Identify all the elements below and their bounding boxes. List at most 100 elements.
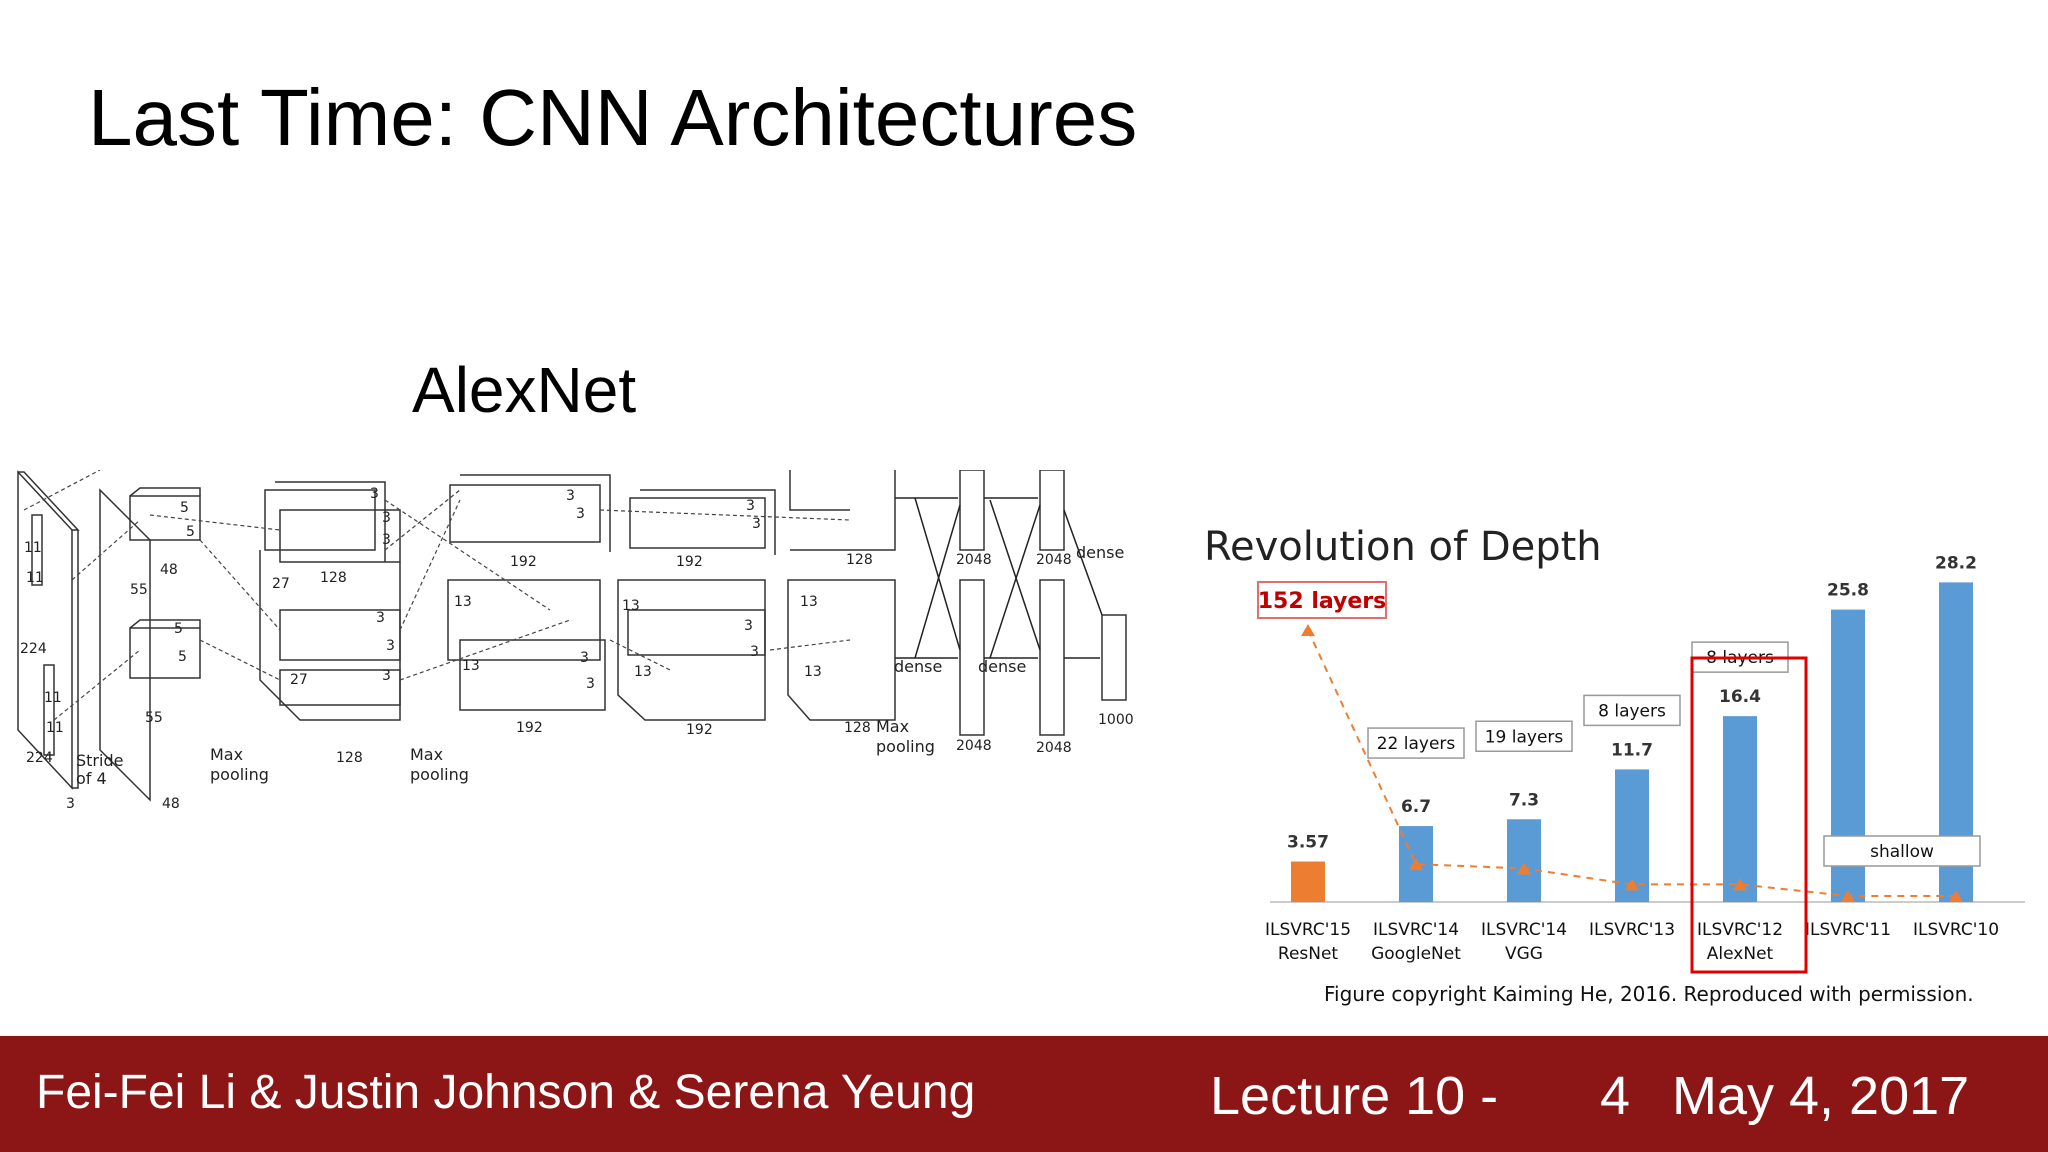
layer-trend-marker [1949,890,1963,902]
footer-date: May 4, 2017 [1672,1066,1970,1126]
layer-count-label: shallow [1870,842,1934,862]
category-label: ResNet [1278,944,1339,964]
slide-title: Last Time: CNN Architectures [88,73,1138,162]
label-3: 3 [382,510,391,526]
layer-count-label: 19 layers [1485,727,1564,747]
bar-value-label: 16.4 [1719,687,1761,707]
label-dense: dense [978,657,1026,676]
label-27: 27 [272,576,290,592]
layer-count-box [1367,727,1465,759]
category-label: VGG [1505,944,1543,964]
layer-trend-marker [1625,878,1639,891]
label-192: 192 [676,554,703,570]
layer-count-box [1475,720,1573,753]
label-3: 3 [576,506,585,522]
category-label: ILSVRC'10 [1913,920,1999,940]
label-of-4: of 4 [76,769,107,788]
label-3: 3 [370,486,379,502]
label-13: 13 [462,658,480,674]
bar-value-label: 3.57 [1287,833,1329,853]
label-55: 55 [145,710,163,726]
label-13: 13 [454,594,472,610]
category-label: ILSVRC'11 [1805,920,1891,940]
label-dense: dense [894,657,942,676]
label-11: 11 [44,690,62,706]
layer-trend-marker [1409,858,1423,871]
label-13: 13 [800,594,818,610]
chart-title: Revolution of Depth [1204,524,1602,570]
label-128: 128 [336,750,363,766]
layer-count-label: 8 layers [1598,701,1666,721]
label-128: 128 [320,570,347,586]
category-label: ILSVRC'14 [1373,920,1459,940]
bar-value-label: 11.7 [1611,740,1653,760]
label-3: 3 [382,668,391,684]
label-pooling: pooling [410,765,469,784]
label-max: Max [210,745,243,764]
footer-lecture: Lecture 10 - [1210,1066,1499,1126]
layer-trend-marker [1301,624,1315,636]
label-5: 5 [186,524,195,540]
bar [1291,861,1325,902]
label-13: 13 [804,664,822,680]
bar-value-label: 7.3 [1509,790,1539,810]
label-stride: Stride [76,751,123,770]
bar [1723,716,1757,902]
label-2048: 2048 [1036,552,1072,568]
label-192: 192 [686,722,713,738]
label-3: 3 [750,644,759,660]
label-55: 55 [130,582,148,598]
label-pooling: pooling [210,765,269,784]
label-pooling: pooling [876,737,935,756]
alexnet-architecture-diagram: 11 11 11 11 224 224 3 Stride of 4 55 55 … [17,470,1134,812]
label-3: 3 [752,516,761,532]
label-5: 5 [174,621,183,637]
annotation-152-box [1257,581,1387,619]
label-11: 11 [24,540,42,556]
label-dense: dense [1076,543,1124,562]
label-3: 3 [746,498,755,514]
label-2048: 2048 [956,738,992,754]
layer-trend-marker [1841,890,1855,902]
label-192: 192 [510,554,537,570]
layer-trend-marker [1517,862,1531,875]
label-3: 3 [386,638,395,654]
revolution-of-depth-chart: Revolution of Depth 152 layers 3.57ILSVR… [1204,524,2025,974]
figure-caption: Figure copyright Kaiming He, 2016. Repro… [1324,982,1974,1006]
label-192: 192 [516,720,543,736]
annotation-152-label: 152 layers [1258,589,1387,614]
label-224: 224 [26,750,53,766]
label-5: 5 [178,649,187,665]
footer-page-number: 4 [1600,1066,1631,1126]
label-3: 3 [586,676,595,692]
bar [1507,819,1541,902]
category-label: ILSVRC'14 [1481,920,1567,940]
alexnet-heading: AlexNet [412,354,637,426]
label-5: 5 [180,500,189,516]
label-max: Max [876,717,909,736]
bar-value-label: 25.8 [1827,581,1869,601]
label-3: 3 [66,796,75,812]
label-48: 48 [160,562,178,578]
label-11: 11 [26,570,44,586]
category-label: ILSVRC'15 [1265,920,1351,940]
bar-value-label: 28.2 [1935,553,1977,573]
label-3: 3 [566,488,575,504]
category-label: AlexNet [1707,944,1774,964]
alexnet-highlight-box [1690,656,1808,974]
label-3: 3 [744,618,753,634]
label-13: 13 [622,598,640,614]
layer-count-label: 22 layers [1377,734,1456,754]
label-11: 11 [46,720,64,736]
label-128: 128 [844,720,871,736]
footer-authors: Fei-Fei Li & Justin Johnson & Serena Yeu… [36,1066,976,1119]
label-3: 3 [580,650,589,666]
bar-value-label: 6.7 [1401,797,1431,817]
layer-count-box [1823,835,1981,867]
label-27: 27 [290,672,308,688]
label-48: 48 [162,796,180,812]
category-label: ILSVRC'12 [1697,920,1783,940]
label-3: 3 [382,532,391,548]
category-label: ILSVRC'13 [1589,920,1675,940]
layer-count-box [1583,694,1681,727]
